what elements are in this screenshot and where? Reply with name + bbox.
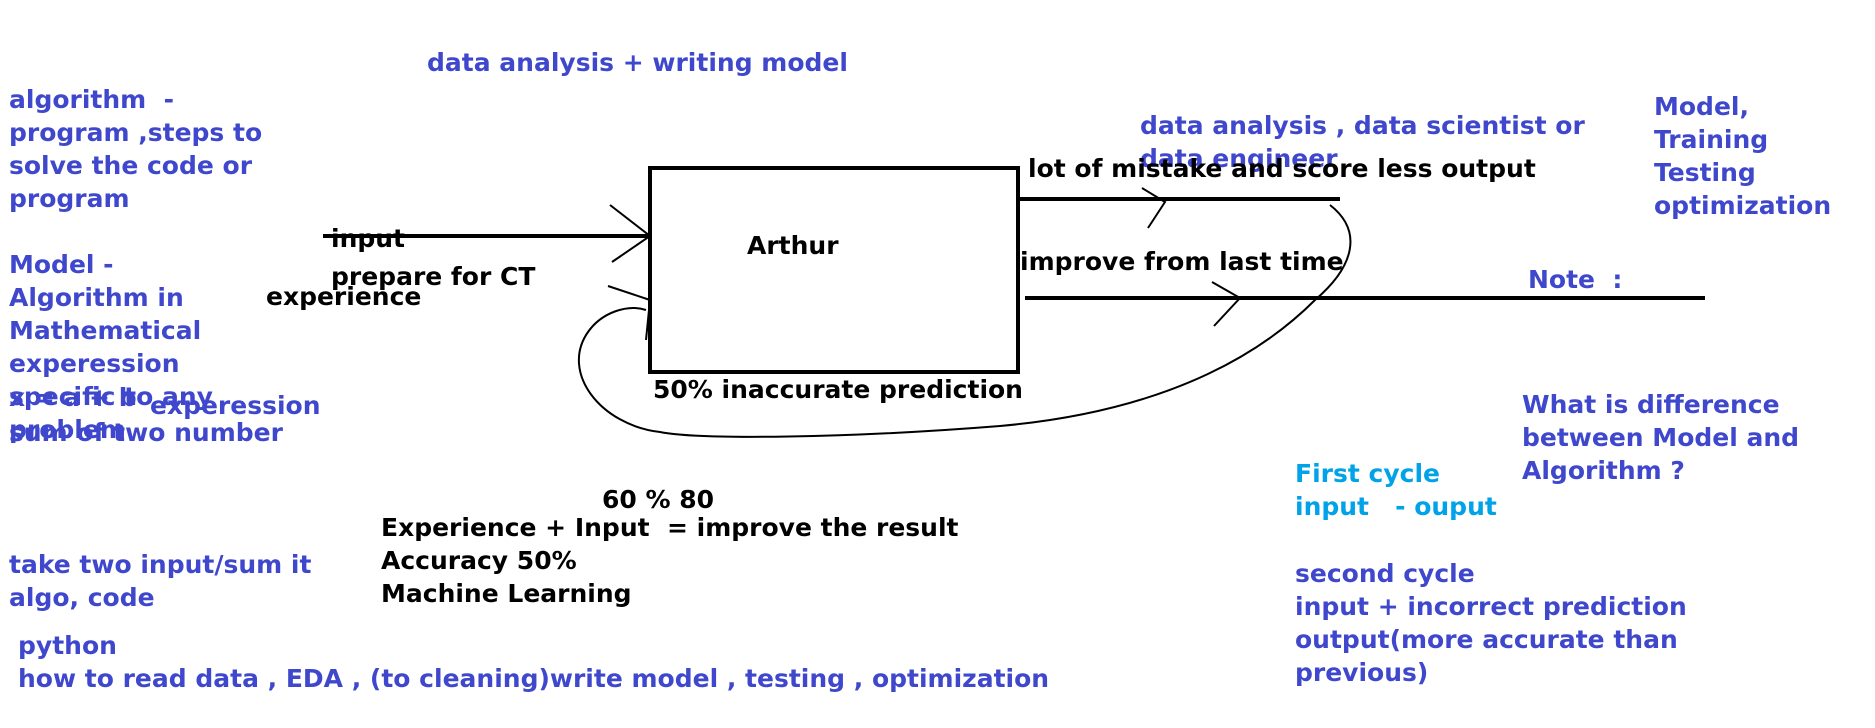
formula-description: sum of two number [9, 418, 283, 447]
arthur-box [648, 166, 1020, 374]
experience-label: experience [266, 282, 422, 311]
accuracy-progress: 60 % 80 [602, 485, 715, 514]
data-analysis-writing: data analysis + writing model [427, 48, 848, 77]
output-top-label: lot of mistake and score less output [1028, 154, 1536, 183]
feedback-loop [577, 204, 1352, 438]
output-top-arrowhead [1141, 187, 1167, 229]
box-label: Arthur [747, 231, 839, 260]
experience-arrowhead [607, 285, 652, 341]
input-arrowhead [609, 204, 652, 263]
diagram-drawing [323, 166, 1705, 438]
formula-label: experession [150, 391, 321, 420]
output-bottom-label: improve from last time [1020, 247, 1344, 276]
formula: x = a + b [9, 383, 137, 412]
output-bottom-arrowhead [1211, 281, 1242, 327]
box-caption: 50% inaccurate prediction [653, 375, 1023, 404]
note-label: Note : [1528, 265, 1623, 294]
